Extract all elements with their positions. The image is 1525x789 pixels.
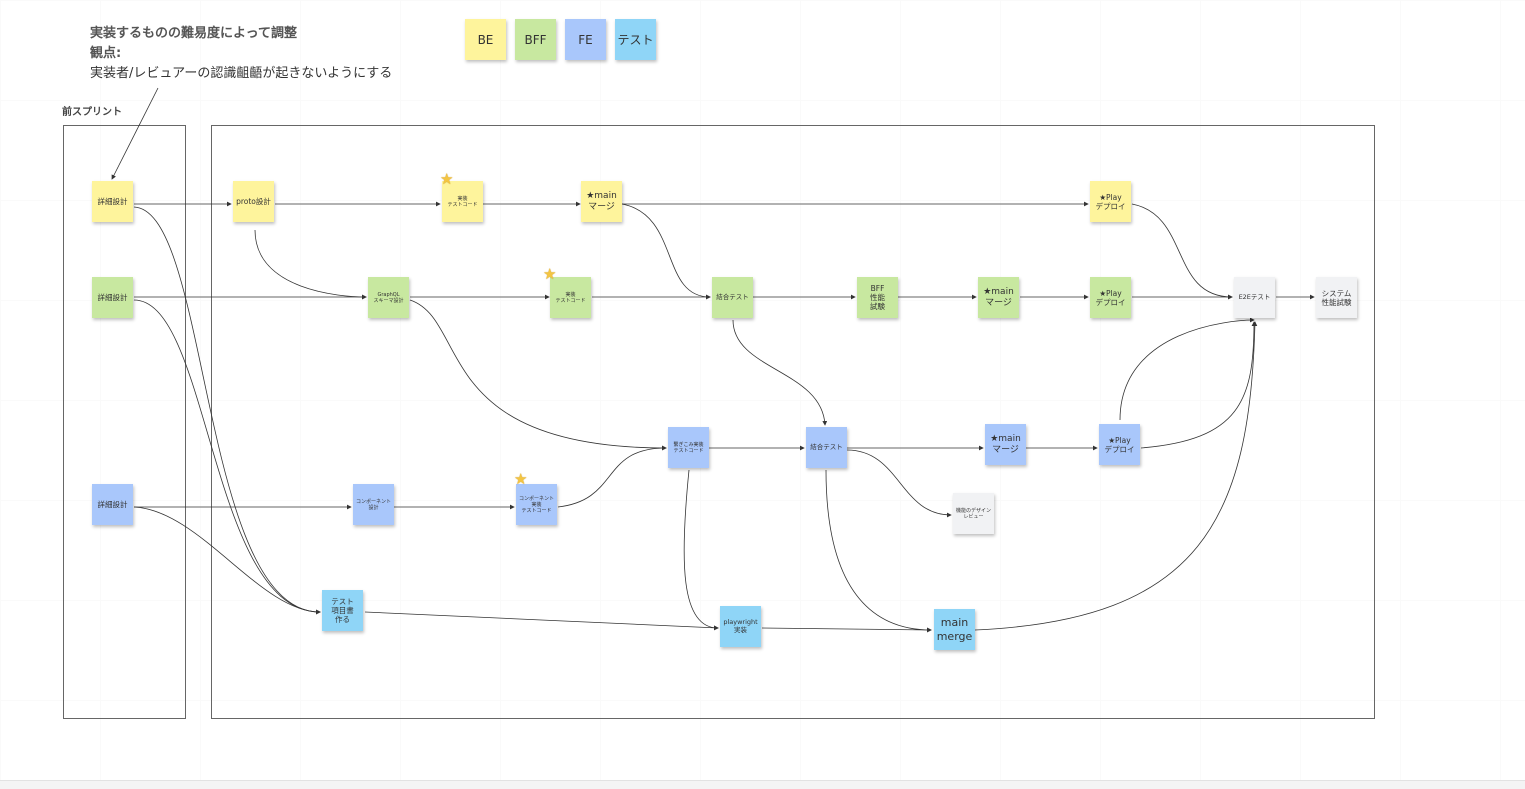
fe-merge-note[interactable]: ★main マージ (985, 424, 1026, 465)
arrow-bff-detail-testitems[interactable] (133, 299, 321, 615)
arrow-be-detail-testitems[interactable] (133, 206, 321, 615)
arrow-fe-deploy-e2e[interactable] (1140, 321, 1257, 449)
test-items-note[interactable]: テスト 項目書 作る (322, 590, 363, 631)
arrow-fe-integ-review[interactable] (846, 449, 952, 518)
arrow-component-impl-page[interactable] (557, 445, 667, 508)
arrow-schema-fe-page[interactable] (409, 299, 667, 451)
bff-detail-design-note[interactable]: 詳細設計 (92, 277, 133, 318)
be-proto-design-note[interactable]: proto設計 (233, 181, 274, 222)
be-deploy-note[interactable]: ★Play デプロイ (1090, 181, 1131, 222)
arrow-testitems-playwright[interactable] (364, 611, 719, 631)
prev-sprint-label: 前スプリント (62, 107, 122, 118)
test-merge-note[interactable]: main merge (934, 609, 975, 650)
fe-component-design-note[interactable]: コンポーネント 設計 (353, 484, 394, 525)
bff-integration-test-note[interactable]: 結合テスト (712, 277, 753, 318)
be-merge-note[interactable]: ★main マージ (581, 181, 622, 222)
legend-fe[interactable]: FE (565, 19, 606, 60)
playwright-impl-note[interactable]: playwright 実装 (720, 606, 761, 647)
star-icon: ★ (543, 265, 557, 283)
arrow-be-deploy-e2e[interactable] (1131, 203, 1233, 300)
annotation-note[interactable]: 実装するものの難易度によって調整 観点: 実装者/レビュアーの認識齟齬が起きない… (90, 24, 392, 84)
bff-impl-note[interactable]: 実装 テストコード (550, 277, 591, 318)
bottom-scrollbar[interactable] (0, 780, 1525, 789)
arrow-proto-schema[interactable] (254, 229, 367, 300)
star-icon: ★ (440, 170, 454, 188)
arrow-be-merge-integ[interactable] (621, 203, 711, 300)
e2e-test-note[interactable]: E2Eテスト (1234, 277, 1275, 318)
annotation-line-2: 観点: (90, 46, 122, 61)
arrow-fe-detail-testitems[interactable] (133, 506, 321, 615)
system-perf-test-note[interactable]: システム 性能試験 (1316, 277, 1357, 318)
fe-page-impl-note[interactable]: 繋ぎこみ実装 テストコード (668, 427, 709, 468)
be-detail-design-note[interactable]: 詳細設計 (92, 181, 133, 222)
arrow-bff-integ-fe-integ[interactable] (732, 319, 828, 426)
arrow-fe-deploy-e2e-up[interactable] (1119, 317, 1255, 421)
fe-deploy-note[interactable]: ★Play デプロイ (1099, 424, 1140, 465)
fe-detail-design-note[interactable]: 詳細設計 (92, 484, 133, 525)
prev-sprint-frame[interactable] (63, 125, 186, 719)
legend-be[interactable]: BE (465, 19, 506, 60)
legend-test[interactable]: テスト (615, 19, 656, 60)
arrow-fe-integ-testmerge[interactable] (825, 469, 932, 633)
be-impl-note[interactable]: 実装 テストコード (442, 181, 483, 222)
annotation-line-1: 実装するものの難易度によって調整 (90, 26, 297, 41)
bff-merge-note[interactable]: ★main マージ (978, 277, 1019, 318)
star-icon: ★ (514, 470, 528, 488)
bff-deploy-note[interactable]: ★Play デプロイ (1090, 277, 1131, 318)
current-sprint-frame[interactable] (211, 125, 1375, 719)
bff-perf-test-note[interactable]: BFF 性能 試験 (857, 277, 898, 318)
arrow-testmerge-e2e[interactable] (974, 321, 1258, 631)
arrow-playwright-testmerge[interactable] (761, 627, 932, 633)
bff-schema-design-note[interactable]: GraphQL スキーマ設計 (368, 277, 409, 318)
arrow-page-playwright[interactable] (683, 469, 719, 631)
fe-integration-test-note[interactable]: 結合テスト (806, 427, 847, 468)
annotation-line-3: 実装者/レビュアーの認識齟齬が起きないようにする (90, 66, 393, 81)
legend-bff[interactable]: BFF (515, 19, 556, 60)
design-review-note[interactable]: 機能のデザイン レビュー (953, 493, 994, 534)
fe-component-impl-note[interactable]: コンポーネント 実装 テストコード (516, 484, 557, 525)
arrow-annotation[interactable] (111, 87, 159, 180)
